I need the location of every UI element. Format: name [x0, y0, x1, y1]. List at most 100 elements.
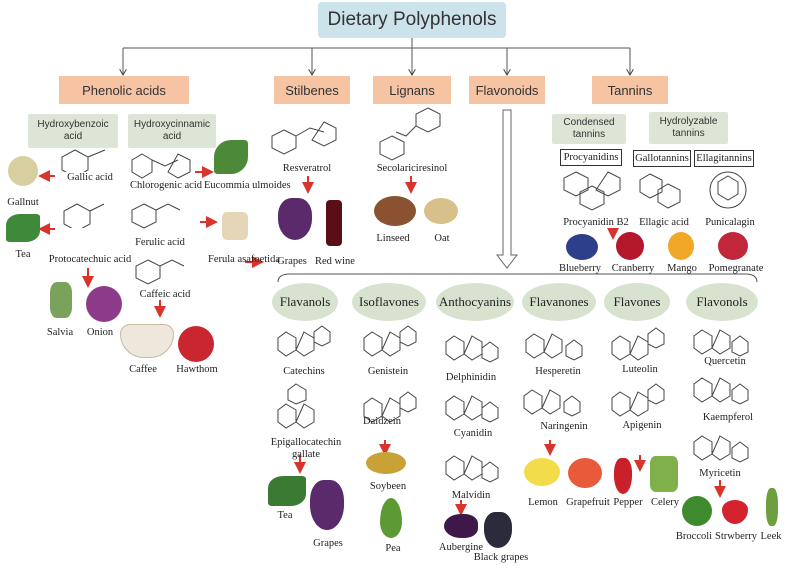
strawberry-image: [722, 500, 748, 524]
catechins-structure: [277, 325, 331, 357]
salvia-image: [50, 282, 72, 318]
resveratrol-structure: [271, 121, 337, 155]
subgroup-hydroxybenzoic-acid: Hydroxybenzoic acid: [28, 114, 118, 148]
oat-label: Oat: [434, 233, 450, 244]
punicalagin-label: Punicalagin: [705, 217, 755, 228]
caffeic-acid-structure: [135, 259, 185, 285]
red-wine-image: [326, 200, 342, 246]
naringenin-label: Naringenin: [540, 421, 588, 432]
ellagitannins-box: Ellagitannins: [694, 150, 754, 167]
procyanidin-b2-label: Procyanidin B2: [563, 217, 629, 228]
aubergine-image: [444, 514, 478, 538]
category-flavonoids: Flavonoids: [469, 76, 545, 104]
grapefruit-image: [568, 458, 602, 488]
celery-image: [650, 456, 678, 492]
chlorogenic-acid-structure: [131, 153, 191, 179]
leek-image: [766, 488, 778, 526]
apigenin-structure: [611, 383, 665, 417]
caffee-label: Caffee: [129, 364, 157, 375]
celery-label: Celery: [651, 497, 679, 508]
category-lignans: Lignans: [373, 76, 451, 104]
punicalagin-structure: [709, 171, 747, 209]
blueberry-label: Blueberry: [559, 263, 601, 274]
oval-isoflavones: Isoflavones: [352, 283, 426, 321]
grapefruit-label: Grapefruit: [566, 497, 610, 508]
protocatechuic-acid-structure: [63, 203, 105, 228]
gallnut-label: Gallnut: [7, 197, 39, 208]
myricetin-structure: [693, 435, 749, 463]
subgroup-hydrolyzable-tannins: Hydrolyzable tannins: [649, 112, 728, 144]
pea-image: [380, 498, 402, 538]
grapes-image: [278, 198, 312, 240]
luteolin-structure: [611, 327, 665, 361]
soybean-label: Soybeen: [369, 481, 407, 492]
gallotannins-box: Gallotannins: [633, 150, 691, 167]
gallic-acid-label: Gallic acid: [67, 172, 113, 183]
onion-image: [86, 286, 122, 322]
soybean-image: [366, 452, 406, 474]
ellagic-acid-label: Ellagic acid: [639, 217, 689, 228]
grapes-label: Grapes: [277, 256, 307, 267]
tea-leaf-image: [6, 214, 40, 242]
kaempferol-structure: [693, 377, 749, 405]
chlorogenic-acid-label: Chlorogenic acid: [129, 180, 203, 191]
quercetin-structure: [693, 329, 749, 357]
flavanols-tea-label: Tea: [277, 510, 293, 521]
ferula-label: Ferula asafoetida: [208, 254, 281, 265]
cyanidin-label: Cyanidin: [453, 428, 493, 439]
kaempferol-label: Kaempferol: [702, 412, 754, 423]
ferulic-acid-structure: [131, 203, 181, 229]
malvidin-structure: [445, 455, 499, 483]
oval-flavanols: Flavanols: [272, 283, 338, 321]
broccoli-label: Broccoli: [675, 531, 713, 542]
page-title: Dietary Polyphenols: [318, 2, 506, 38]
pea-label: Pea: [385, 543, 401, 554]
oval-flavanones: Flavanones: [522, 283, 596, 321]
caffeic-acid-label: Caffeic acid: [139, 289, 191, 300]
salvia-label: Salvia: [46, 327, 74, 338]
gallnut-image: [8, 156, 38, 186]
category-stilbenes: Stilbenes: [274, 76, 350, 104]
ferula-image: [222, 212, 248, 240]
secolariciresinol-label: Secolariciresinol: [376, 163, 448, 174]
naringenin-structure: [523, 389, 581, 417]
black-grapes-label: Black grapes: [473, 552, 529, 563]
egcg-label: Epigallocatechin gallate: [270, 437, 342, 460]
hesperetin-structure: [525, 333, 583, 361]
quercetin-label: Quercetin: [704, 356, 746, 367]
black-grapes-image: [484, 512, 512, 548]
hawthorn-image: [178, 326, 214, 362]
strwberry-label: Strwberry: [715, 531, 757, 542]
pomegranate-image: [718, 232, 748, 260]
onion-label: Onion: [86, 327, 114, 338]
catechins-label: Catechins: [283, 366, 325, 377]
leek-label: Leek: [760, 531, 782, 542]
blueberry-image: [566, 234, 598, 260]
aubergine-label: Aubergine: [438, 542, 484, 553]
myricetin-label: Myricetin: [699, 468, 741, 479]
pomegranate-label: Pomegranate: [708, 263, 764, 274]
oval-anthocyanins: Anthocyanins: [436, 283, 514, 321]
resveratrol-label: Resveratrol: [282, 163, 332, 174]
linseed-image: [374, 196, 416, 226]
cranberry-image: [616, 232, 644, 260]
egcg-structure: [277, 383, 315, 429]
linseed-label: Linseed: [376, 233, 410, 244]
delphinidin-structure: [445, 335, 499, 363]
category-phenolic-acids: Phenolic acids: [59, 76, 189, 104]
subgroup-hydroxycinnamic-acid: Hydroxycinnamic acid: [128, 114, 216, 148]
subgroup-condensed-tannins: Condensed tannins: [552, 114, 626, 144]
oval-flavonols: Flavonols: [686, 283, 758, 321]
oat-image: [424, 198, 458, 224]
pepper-image: [614, 458, 632, 494]
malvidin-label: Malvidin: [451, 490, 491, 501]
eucommia-image: [214, 140, 248, 174]
genistein-label: Genistein: [367, 366, 409, 377]
flavanols-grapes-label: Grapes: [313, 538, 343, 549]
oval-flavones: Flavones: [604, 283, 670, 321]
flavanols-grapes-image: [310, 480, 344, 530]
cyanidin-structure: [445, 395, 499, 423]
mango-image: [668, 232, 694, 260]
tea-label: Tea: [15, 249, 31, 260]
secolariciresinol-structure: [379, 107, 441, 161]
